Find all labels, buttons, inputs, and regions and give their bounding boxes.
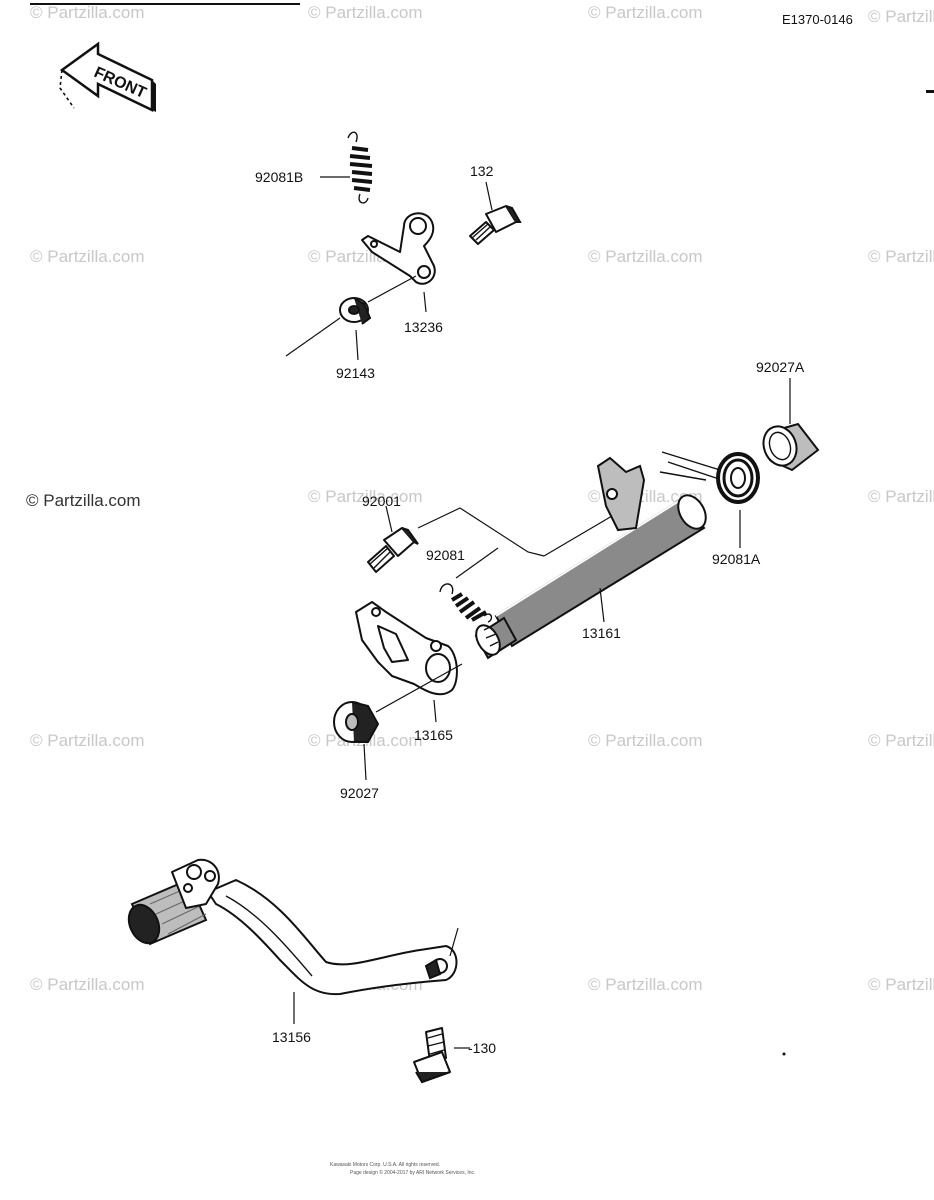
- label-13236: 13236: [404, 319, 443, 335]
- label-92081A: 92081A: [712, 551, 761, 567]
- label-132: 132: [470, 163, 494, 179]
- label-92027: 92027: [340, 785, 379, 801]
- label-92143: 92143: [336, 365, 375, 381]
- label-92081: 92081: [426, 547, 465, 563]
- watermark: © Partzilla.com: [308, 487, 423, 506]
- watermark: © Partzilla.com: [26, 491, 141, 510]
- collar-92027A: [762, 422, 820, 472]
- watermark: © Partzilla.com: [868, 731, 934, 750]
- bolt-132: [469, 205, 522, 245]
- watermark: © Partzilla.com: [30, 247, 145, 266]
- watermark: © Partzilla.com: [868, 247, 934, 266]
- spring-92081: [439, 583, 493, 623]
- label-92027A: 92027A: [756, 359, 805, 375]
- front-arrow-icon: FRONT: [59, 41, 156, 112]
- label-92081B: 92081B: [255, 169, 303, 185]
- spring-92081B: [347, 131, 373, 204]
- watermark: © Partzilla.com: [588, 3, 703, 22]
- watermark: © Partzilla.com: [30, 3, 145, 22]
- watermark: © Partzilla.com: [868, 975, 934, 994]
- diagram-code: E1370-0146: [782, 12, 853, 27]
- label-13161: 13161: [582, 625, 621, 641]
- watermark: © Partzilla.com: [588, 975, 703, 994]
- label-130: -130: [468, 1040, 496, 1056]
- watermark: © Partzilla.com: [588, 247, 703, 266]
- collar-92143: [339, 297, 372, 325]
- shift-pedal-13156: [127, 858, 458, 996]
- label-92001: 92001: [362, 493, 401, 509]
- footer-line-2: Page design © 2004-2017 by ARI Network S…: [350, 1169, 475, 1176]
- collar-92027: [333, 701, 380, 743]
- lever-13236: [361, 212, 436, 285]
- watermark: © Partzilla.com: [308, 3, 423, 22]
- shift-plate-13165: [355, 601, 458, 696]
- spring-92081A: [659, 451, 760, 504]
- bolt-92001: [367, 527, 419, 573]
- watermark: © Partzilla.com: [30, 975, 145, 994]
- watermark: © Partzilla.com: [588, 731, 703, 750]
- watermark: © Partzilla.com: [30, 731, 145, 750]
- label-13156: 13156: [272, 1029, 311, 1045]
- watermark: © Partzilla.com: [868, 487, 934, 506]
- stray-dot: [782, 1052, 786, 1056]
- label-13165: 13165: [414, 727, 453, 743]
- bolt-130: [413, 1027, 451, 1084]
- shift-shaft-13161: [474, 456, 707, 660]
- watermarks: © Partzilla.com © Partzilla.com © Partzi…: [26, 3, 934, 994]
- margin-mark: [926, 90, 934, 93]
- footer-line-1: Kawasaki Motors Corp. U.S.A. All rights …: [330, 1162, 440, 1168]
- watermark: © Partzilla.com: [868, 7, 934, 26]
